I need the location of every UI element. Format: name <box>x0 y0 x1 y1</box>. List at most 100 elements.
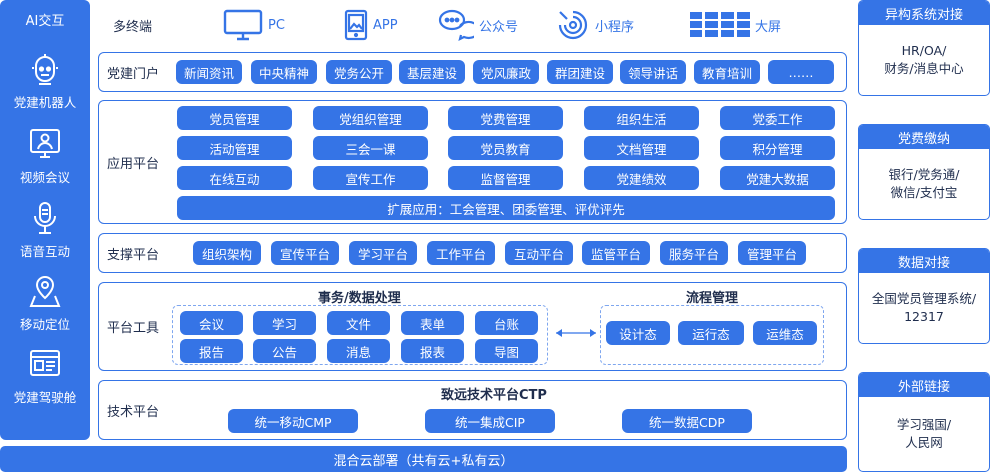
terminal-label: 公众号 <box>479 19 519 35</box>
video-conference-icon <box>30 129 60 158</box>
layer-label: 支撑平台 <box>106 247 159 263</box>
portal-item[interactable]: 党务公开 <box>326 60 392 84</box>
terminal-label: APP <box>373 17 398 33</box>
affairs-item[interactable]: 消息 <box>327 339 390 363</box>
affairs-title: 事务/数据处理 <box>318 291 401 306</box>
layer-label: 平台工具 <box>106 321 159 336</box>
app-item[interactable]: 党组织管理 <box>313 106 428 130</box>
affairs-item[interactable]: 公告 <box>253 339 316 363</box>
flow-item[interactable]: 设计态 <box>606 321 670 345</box>
terminal-official-account[interactable]: 公众号 <box>438 8 518 42</box>
app-item[interactable]: 党员教育 <box>448 136 563 160</box>
sidebar-item-location[interactable]: 移动定位 <box>0 274 90 333</box>
portal-item[interactable]: 新闻资讯 <box>176 60 242 84</box>
terminals-label: 多终端 <box>113 20 153 35</box>
right-card-body: 学习强国/ 人民网 <box>896 416 952 450</box>
terminal-app[interactable]: APP <box>344 8 398 42</box>
right-card-external[interactable]: 外部链接 学习强国/ 人民网 <box>858 372 990 472</box>
app-item[interactable]: 宣传工作 <box>313 166 428 190</box>
right-card-data[interactable]: 数据对接 全国党员管理系统/ 12317 <box>858 248 990 344</box>
layer-label: 应用平台 <box>106 156 159 172</box>
sidebar-item-cockpit[interactable]: 党建驾驶舱 <box>0 347 90 406</box>
terminal-label: PC <box>268 17 285 33</box>
chat-bubbles-icon <box>438 9 474 42</box>
monitor-icon <box>223 9 263 41</box>
tech-item[interactable]: 统一移动CMP <box>228 409 358 433</box>
support-item[interactable]: 组织架构 <box>193 241 261 265</box>
app-item[interactable]: 在线互动 <box>177 166 292 190</box>
affairs-item[interactable]: 会议 <box>180 311 243 335</box>
mini-program-icon <box>558 10 588 40</box>
tech-title: 致远技术平台CTP <box>441 388 547 403</box>
terminal-mini-program[interactable]: 小程序 <box>556 8 634 42</box>
app-item[interactable]: 积分管理 <box>720 136 835 160</box>
bidirectional-arrow-icon <box>556 329 596 337</box>
right-card-dues[interactable]: 党费缴纳 银行/党务通/ 微信/支付宝 <box>858 124 990 220</box>
support-item[interactable]: 管理平台 <box>738 241 806 265</box>
app-item[interactable]: 三会一课 <box>313 136 428 160</box>
app-item[interactable]: 党建绩效 <box>584 166 699 190</box>
app-item[interactable]: 党费管理 <box>448 106 563 130</box>
app-item[interactable]: 文档管理 <box>584 136 699 160</box>
sidebar-item-video[interactable]: 视频会议 <box>0 127 90 186</box>
app-item[interactable]: 组织生活 <box>584 106 699 130</box>
terminal-big-screen[interactable]: 大屏 <box>690 8 781 42</box>
affairs-item[interactable]: 文件 <box>327 311 390 335</box>
portal-item[interactable]: 党风廉政 <box>473 60 539 84</box>
support-item[interactable]: 工作平台 <box>427 241 495 265</box>
portal-item[interactable]: 基层建设 <box>399 60 465 84</box>
sidebar-item-label: 视频会议 <box>19 170 70 185</box>
microphone-icon <box>34 202 56 234</box>
sidebar-item-label: 党建机器人 <box>13 95 77 110</box>
sidebar-item-label: 语音互动 <box>19 244 70 259</box>
app-item[interactable]: 党委工作 <box>720 106 835 130</box>
affairs-item[interactable]: 表单 <box>401 311 464 335</box>
terminal-pc[interactable]: PC <box>223 8 285 42</box>
portal-item[interactable]: 中央精神 <box>251 60 317 84</box>
app-extension-bar[interactable]: 扩展应用：工会管理、团委管理、评优评先 <box>177 196 835 220</box>
ai-interaction-sidebar: AI交互 党建机器人 视频会议 语音互动 <box>0 0 90 440</box>
flow-item[interactable]: 运行态 <box>678 321 744 345</box>
terminal-label: 小程序 <box>595 19 635 35</box>
support-item[interactable]: 宣传平台 <box>271 241 339 265</box>
robot-head-icon <box>32 54 58 85</box>
sidebar-item-robot[interactable]: 党建机器人 <box>0 52 90 111</box>
right-card-body: 全国党员管理系统/ 12317 <box>871 290 977 324</box>
app-item[interactable]: 党员管理 <box>177 106 292 130</box>
terminal-label: 大屏 <box>755 19 782 35</box>
app-item[interactable]: 监督管理 <box>448 166 563 190</box>
hybrid-cloud-bar: 混合云部署（共有云+私有云） <box>0 446 847 472</box>
tech-item[interactable]: 统一数据CDP <box>622 409 752 433</box>
layer-label: 技术平台 <box>106 404 159 420</box>
portal-item[interactable]: 领导讲话 <box>620 60 686 84</box>
affairs-item[interactable]: 台账 <box>475 311 538 335</box>
flow-item[interactable]: 运维态 <box>753 321 817 345</box>
right-card-body: HR/OA/ 财务/消息中心 <box>884 42 964 76</box>
support-item[interactable]: 学习平台 <box>349 241 417 265</box>
portal-item[interactable]: 教育培训 <box>694 60 760 84</box>
right-card-body: 银行/党务通/ 微信/支付宝 <box>888 166 960 200</box>
right-card-title: 党费缴纳 <box>859 125 989 149</box>
portal-item[interactable]: 群团建设 <box>547 60 613 84</box>
app-item[interactable]: 活动管理 <box>177 136 292 160</box>
right-card-title: 外部链接 <box>859 373 989 397</box>
affairs-item[interactable]: 导图 <box>475 339 538 363</box>
flow-title: 流程管理 <box>686 291 739 306</box>
right-card-title: 数据对接 <box>859 249 989 273</box>
support-item[interactable]: 监管平台 <box>582 241 650 265</box>
right-card-heterogeneous[interactable]: 异构系统对接 HR/OA/ 财务/消息中心 <box>858 0 990 96</box>
ai-interaction-title: AI交互 <box>25 14 65 29</box>
layer-label: 党建门户 <box>106 66 159 82</box>
support-item[interactable]: 服务平台 <box>660 241 728 265</box>
sidebar-item-label: 党建驾驶舱 <box>13 390 77 405</box>
sidebar-item-label: 移动定位 <box>19 317 70 332</box>
affairs-item[interactable]: 报告 <box>180 339 243 363</box>
sidebar-item-voice[interactable]: 语音互动 <box>0 201 90 260</box>
support-item[interactable]: 互动平台 <box>505 241 573 265</box>
app-item[interactable]: 党建大数据 <box>720 166 835 190</box>
phone-app-icon <box>344 9 368 41</box>
affairs-item[interactable]: 报表 <box>401 339 464 363</box>
affairs-item[interactable]: 学习 <box>253 311 316 335</box>
portal-more-item[interactable]: …… <box>768 60 834 84</box>
tech-item[interactable]: 统一集成CIP <box>425 409 555 433</box>
